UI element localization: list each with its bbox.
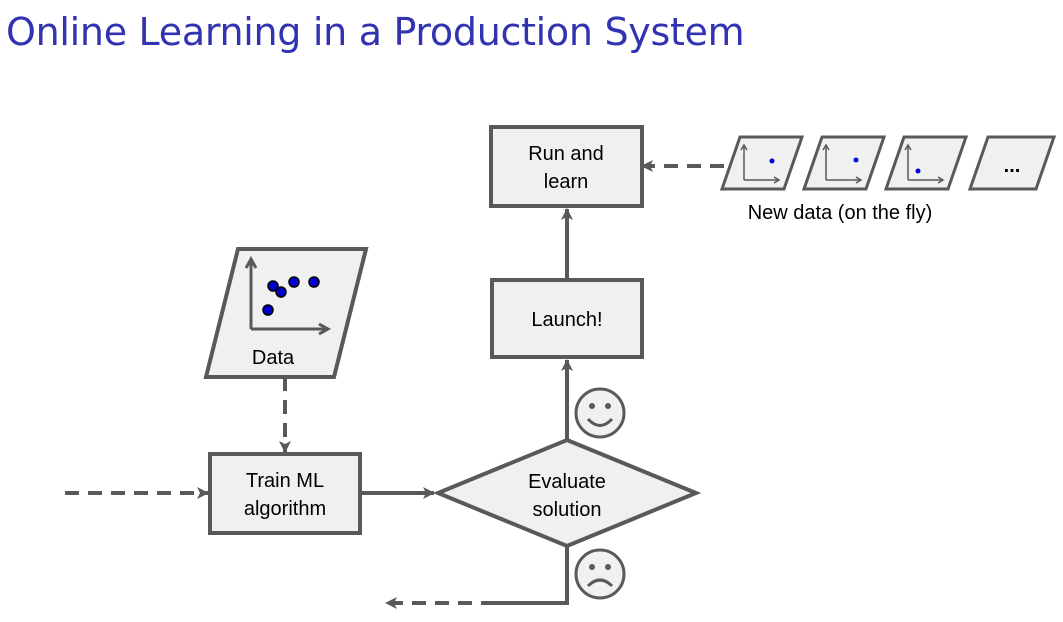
scatter-plot-icon — [244, 255, 332, 336]
train-ml-node: Train ML algorithm — [208, 452, 362, 535]
smiley-face-icon — [574, 387, 626, 439]
new-data-panel-2 — [801, 135, 887, 191]
new-data-panel-3 — [883, 135, 969, 191]
data-point — [915, 168, 921, 174]
new-data-caption: New data (on the fly) — [748, 202, 933, 224]
evaluate-label-line2: solution — [533, 499, 602, 521]
new-data-panel-1 — [719, 135, 805, 191]
evaluate-node: Evaluate solution — [432, 437, 702, 549]
new-data-panel-more: ... — [967, 135, 1057, 191]
data-point — [267, 280, 279, 292]
evaluate-label-line1: Evaluate — [528, 471, 606, 493]
data-label: Data — [252, 347, 295, 369]
train-label-line1: Train ML — [246, 470, 324, 492]
data-node: Data — [203, 247, 369, 379]
more-ellipsis: ... — [1004, 155, 1021, 177]
evaluate-fail-line — [495, 547, 569, 605]
launch-label: Launch! — [531, 309, 602, 331]
data-point — [769, 158, 775, 164]
run-label-line2: learn — [544, 171, 588, 193]
launch-node: Launch! — [490, 278, 644, 359]
train-label-line2: algorithm — [244, 498, 326, 520]
data-point — [853, 157, 859, 163]
run-label-line1: Run and — [528, 143, 604, 165]
data-point — [275, 286, 287, 298]
run-and-learn-node: Run and learn — [489, 125, 644, 208]
data-point — [262, 304, 274, 316]
page-title: Online Learning in a Production System — [6, 10, 745, 54]
data-point — [288, 276, 300, 288]
sad-face-icon — [574, 548, 626, 600]
data-point — [308, 276, 320, 288]
